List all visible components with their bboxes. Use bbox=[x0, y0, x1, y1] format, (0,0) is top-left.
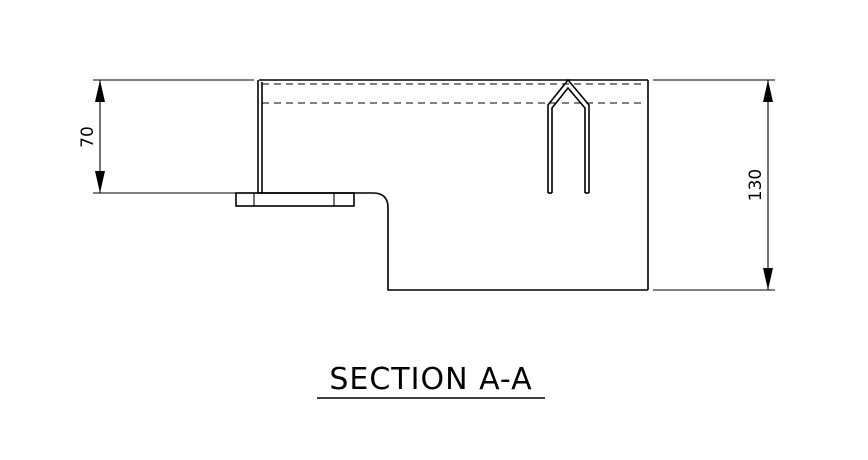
flange-rect bbox=[235, 192, 355, 207]
arrow-left-top bbox=[95, 80, 105, 102]
hidden-lines bbox=[262, 83, 646, 104]
arrow-right-top bbox=[763, 80, 773, 102]
section-title-group: SECTION A-A bbox=[317, 362, 545, 399]
hook-clip bbox=[547, 78, 590, 194]
step-profile bbox=[258, 192, 648, 291]
flange-plate bbox=[235, 192, 355, 207]
dimension-right: 130 bbox=[653, 79, 775, 291]
hook-inner bbox=[551, 86, 586, 193]
part-outline bbox=[257, 79, 649, 291]
hook-outer bbox=[547, 78, 590, 193]
arrow-left-bottom bbox=[95, 171, 105, 193]
section-title: SECTION A-A bbox=[329, 362, 532, 397]
dimension-left: 70 bbox=[78, 79, 254, 194]
arrow-right-bottom bbox=[763, 268, 773, 290]
dimension-left-label: 70 bbox=[78, 126, 98, 148]
dimension-right-label: 130 bbox=[746, 169, 766, 201]
